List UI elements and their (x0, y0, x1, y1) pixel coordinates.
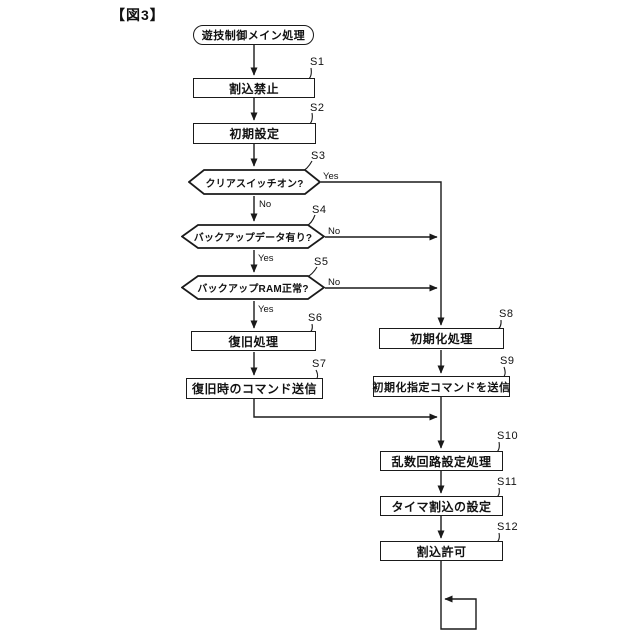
hexagon-outline (181, 224, 325, 249)
node-s5-label: バックアップRAM正常? (197, 284, 309, 295)
node-s6-label: 復旧処理 (228, 334, 279, 349)
node-start-terminal: 遊技制御メイン処理 (193, 25, 314, 45)
edge-s7-merge (253, 399, 438, 421)
node-s6-process: 復旧処理 (191, 331, 316, 351)
step-label-s8: S8 (499, 308, 514, 320)
branch-label-s3-no: No (259, 199, 272, 210)
step-label-s3: S3 (311, 150, 326, 162)
node-s7-process: 復旧時のコマンド送信 (186, 378, 323, 399)
branch-label-s5-yes: Yes (258, 304, 274, 315)
node-s4-decision: バックアップデータ有り? (181, 224, 325, 249)
step-label-s10: S10 (497, 430, 519, 442)
node-s9-label: 初期化指定コマンドを送信 (372, 381, 511, 394)
node-s2-label: 初期設定 (229, 127, 280, 141)
node-s4-label: バックアップデータ有り? (193, 233, 313, 244)
step-label-s11: S11 (497, 476, 518, 488)
node-s10-process: 乱数回路設定処理 (380, 451, 503, 471)
branch-label-s4-yes: Yes (258, 253, 274, 264)
step-label-s2: S2 (310, 102, 325, 114)
node-s11-process: タイマ割込の設定 (380, 496, 503, 516)
node-s2-process: 初期設定 (193, 123, 316, 144)
node-s1-process: 割込禁止 (193, 78, 315, 98)
step-label-s12: S12 (497, 521, 519, 533)
edge-s12-loop (440, 561, 477, 630)
node-start-label: 遊技制御メイン処理 (201, 30, 306, 42)
node-s9-process: 初期化指定コマンドを送信 (373, 376, 510, 397)
step-label-s1: S1 (310, 56, 325, 68)
branch-label-s3-yes: Yes (323, 171, 339, 182)
node-s7-label: 復旧時のコマンド送信 (191, 382, 317, 396)
node-s12-process: 割込許可 (380, 541, 503, 561)
step-label-s4: S4 (312, 204, 327, 216)
branch-label-s5-no: No (328, 277, 341, 288)
hexagon-outline (188, 169, 321, 195)
branch-label-s4-no: No (328, 226, 341, 237)
node-s8-label: 初期化処理 (410, 332, 473, 346)
node-s3-label: クリアスイッチオン? (205, 178, 304, 190)
node-s8-process: 初期化処理 (379, 328, 504, 349)
step-label-s5: S5 (314, 256, 329, 268)
step-label-s7: S7 (312, 358, 327, 370)
node-s5-decision: バックアップRAM正常? (181, 275, 325, 300)
node-s12-label: 割込許可 (416, 544, 467, 559)
hexagon-outline (181, 275, 325, 300)
node-s1-label: 割込禁止 (228, 81, 279, 96)
node-s11-label: タイマ割込の設定 (391, 499, 492, 514)
edge-s3-yes-to-s8 (321, 181, 445, 326)
node-s3-decision: クリアスイッチオン? (188, 169, 321, 195)
step-label-s6: S6 (308, 312, 323, 324)
node-s10-label: 乱数回路設定処理 (391, 454, 492, 469)
figure-label: 【図3】 (111, 7, 165, 23)
step-label-s9: S9 (500, 355, 515, 367)
